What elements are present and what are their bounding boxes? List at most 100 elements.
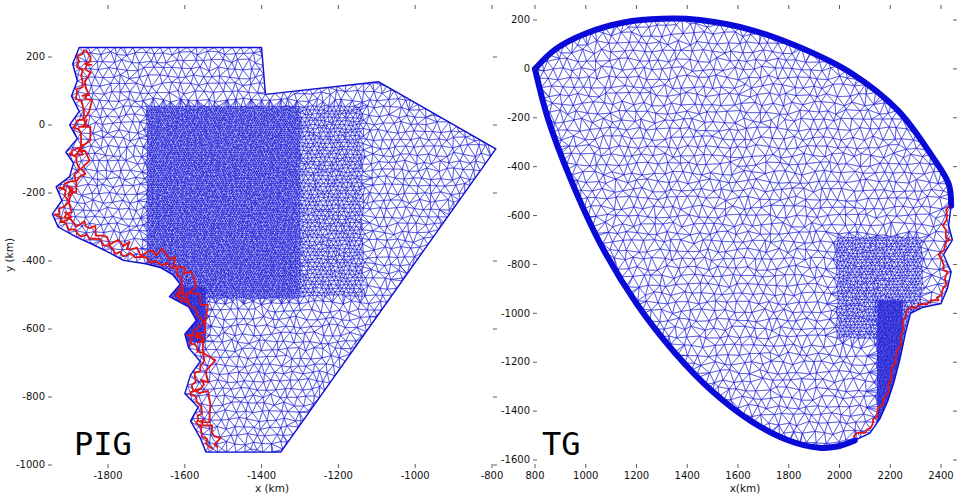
tick-label: 0: [39, 119, 45, 131]
axis-title: y (km): [3, 238, 15, 272]
tick-label: -1600: [501, 454, 530, 466]
axis-tick: [533, 411, 537, 412]
panel-label: PIG: [72, 428, 134, 460]
tick-label: -1400: [501, 405, 530, 417]
tick-label: 200: [26, 51, 45, 63]
axis-tick: [533, 68, 537, 69]
axis-tick: [261, 464, 262, 468]
axis-tick: [338, 5, 339, 9]
axis-tick: [636, 5, 637, 9]
axis-tick: [48, 329, 52, 330]
tick-label: -1600: [170, 470, 199, 482]
axis-tick: [48, 397, 52, 398]
axis-tick: [953, 20, 957, 21]
tick-label: -400: [22, 255, 45, 267]
axis-tick: [788, 464, 789, 468]
axis-tick: [493, 261, 497, 262]
axis-tick: [636, 464, 637, 468]
boundary-group: [52, 19, 952, 453]
domain-boundary: [535, 19, 951, 206]
axis-tick: [493, 329, 497, 330]
axis-tick: [492, 5, 493, 9]
axis-tick: [535, 464, 536, 468]
tick-label: -800: [22, 391, 45, 403]
axis-tick: [839, 5, 840, 9]
mesh: [52, 48, 496, 453]
tick-label: -1000: [401, 470, 430, 482]
axis-tick: [738, 5, 739, 9]
axis-tick: [415, 5, 416, 9]
axis-tick: [839, 464, 840, 468]
grounding-line: [853, 206, 950, 438]
domain-boundary: [535, 19, 952, 448]
tick-label: -800: [481, 470, 504, 482]
axis-tick: [533, 215, 537, 216]
axis-tick: [493, 397, 497, 398]
tick-label: -200: [22, 187, 45, 199]
tick-label: 2200: [878, 470, 903, 482]
axis-tick: [108, 464, 109, 468]
mesh-group: [52, 48, 496, 453]
axis-tick: [533, 460, 537, 461]
axis-tick: [108, 5, 109, 9]
axis-tick: [48, 57, 52, 58]
tick-label: -1000: [16, 459, 45, 471]
axis-tick: [533, 313, 537, 314]
axis-tick: [687, 5, 688, 9]
tick-label: 1200: [624, 470, 649, 482]
axis-tick: [953, 166, 957, 167]
tick-label: 1600: [725, 470, 750, 482]
tick-label: 2000: [827, 470, 852, 482]
tick-label: -600: [22, 323, 45, 335]
tick-label: -1400: [247, 470, 276, 482]
axis-tick: [415, 464, 416, 468]
axis-tick: [535, 5, 536, 9]
axis-tick: [338, 464, 339, 468]
axis-tick: [953, 313, 957, 314]
axis-tick: [890, 5, 891, 9]
tick-label: -1800: [93, 470, 122, 482]
axis-tick: [953, 411, 957, 412]
axis-tick: [533, 117, 537, 118]
axis-tick: [493, 465, 497, 466]
axis-tick: [48, 125, 52, 126]
axis-tick: [48, 261, 52, 262]
tick-label: -1000: [501, 308, 530, 320]
panel-label: TG: [540, 428, 583, 460]
tick-group: [48, 5, 957, 468]
axis-tick: [493, 125, 497, 126]
axis-tick: [492, 464, 493, 468]
tick-label: -800: [507, 259, 530, 271]
axis-tick: [738, 464, 739, 468]
axis-tick: [953, 264, 957, 265]
tick-label: 1800: [776, 470, 801, 482]
grounding-line: [63, 50, 221, 447]
axis-tick: [184, 5, 185, 9]
tick-label: -200: [507, 112, 530, 124]
tick-label: 200: [511, 14, 530, 26]
axis-tick: [941, 464, 942, 468]
axis-tick: [788, 5, 789, 9]
tick-label: -1200: [324, 470, 353, 482]
axis-tick: [533, 362, 537, 363]
axis-tick: [493, 193, 497, 194]
axis-tick: [184, 464, 185, 468]
tick-label: -400: [507, 161, 530, 173]
axis-tick: [687, 464, 688, 468]
domain-boundary: [535, 69, 855, 448]
axis-title: x(km): [730, 482, 761, 494]
axis-tick: [533, 166, 537, 167]
axis-tick: [941, 5, 942, 9]
tick-label: -1200: [501, 356, 530, 368]
tick-label: -600: [507, 210, 530, 222]
axis-tick: [533, 20, 537, 21]
axis-tick: [48, 193, 52, 194]
tick-label: 0: [524, 63, 530, 75]
axis-tick: [953, 117, 957, 118]
axis-tick: [953, 362, 957, 363]
axis-tick: [953, 460, 957, 461]
mesh: [535, 19, 952, 448]
mesh-group: [535, 19, 952, 448]
